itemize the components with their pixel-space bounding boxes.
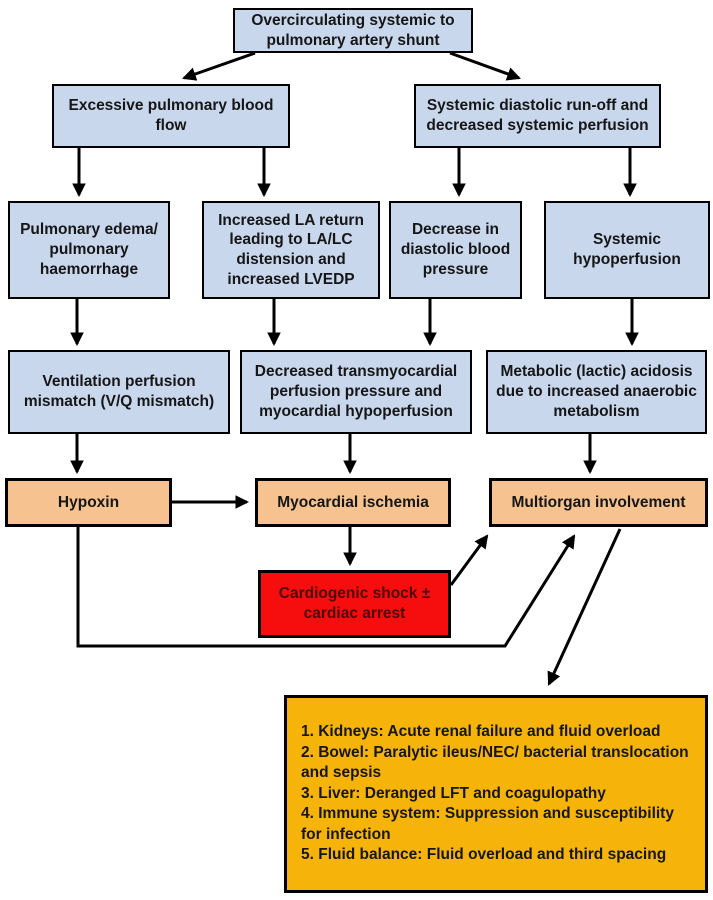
node-multiorgan-involvement: Multiorgan involvement [489, 478, 708, 527]
node-label: Decrease in diastolic blood pressure [400, 221, 511, 278]
node-label: Increased LA return leading to LA/LC dis… [218, 211, 364, 288]
node-label: Pulmonary edema/ pulmonary haemorrhage [20, 221, 158, 278]
arrow-shock-to-multiorgan [449, 534, 489, 586]
node-la-return: Increased LA return leading to LA/LC dis… [202, 201, 380, 299]
node-myocardial-ischemia: Myocardial ischemia [255, 478, 451, 527]
arrow-root-to-excessive [182, 51, 256, 81]
node-organ-effects-list: 1. Kidneys: Acute renal failure and flui… [284, 695, 708, 893]
node-hypoxin: Hypoxin [5, 478, 172, 527]
organ-effect-item: 3. Liver: Deranged LFT and coagulopathy [301, 784, 606, 802]
organ-effect-item: 1. Kidneys: Acute renal failure and flui… [301, 723, 661, 741]
node-overcirculating-shunt: Overcirculating systemic to pulmonary ar… [233, 8, 473, 53]
node-label: Decreased transmyocardial perfusion pres… [254, 363, 458, 420]
organ-effect-item: 2. Bowel: Paralytic ileus/NEC/ bacterial… [301, 743, 689, 782]
arrow-root-to-runoff [449, 51, 521, 81]
node-label: Myocardial ischemia [277, 493, 429, 511]
node-label: Ventilation perfusion mismatch (V/Q mism… [23, 373, 215, 410]
node-label: Excessive pulmonary blood flow [68, 97, 274, 134]
node-pulmonary-edema: Pulmonary edema/ pulmonary haemorrhage [8, 201, 170, 299]
node-transmyocardial-hypoperfusion: Decreased transmyocardial perfusion pres… [240, 350, 472, 434]
node-label: Hypoxin [57, 493, 120, 511]
arrow-hypoxin-to-multiorgan [76, 527, 576, 648]
node-label: Overcirculating systemic to pulmonary ar… [251, 11, 455, 49]
node-excessive-pulmonary-flow: Excessive pulmonary blood flow [52, 84, 290, 148]
node-metabolic-acidosis: Metabolic (lactic) acidosis due to incre… [486, 350, 707, 434]
node-vq-mismatch: Ventilation perfusion mismatch (V/Q mism… [8, 350, 230, 434]
node-systemic-runoff: Systemic diastolic run-off and decreased… [414, 84, 661, 148]
organ-effect-item: 5. Fluid balance: Fluid overload and thi… [301, 846, 667, 864]
node-label: Systemic hypoperfusion [573, 231, 681, 268]
node-label: Systemic diastolic run-off and decreased… [426, 97, 649, 134]
node-diastolic-bp-decrease: Decrease in diastolic blood pressure [389, 201, 522, 299]
node-systemic-hypoperfusion: Systemic hypoperfusion [544, 201, 710, 299]
arrow-multiorgan-to-organ-list [547, 528, 622, 686]
node-label: Cardiogenic shock ± cardiac arrest [278, 585, 431, 622]
node-label: Multiorgan involvement [511, 493, 686, 511]
node-label: Metabolic (lactic) acidosis due to incre… [496, 363, 697, 420]
organ-effect-item: 4. Immune system: Suppression and suscep… [301, 805, 674, 843]
node-cardiogenic-shock: Cardiogenic shock ± cardiac arrest [258, 570, 451, 638]
